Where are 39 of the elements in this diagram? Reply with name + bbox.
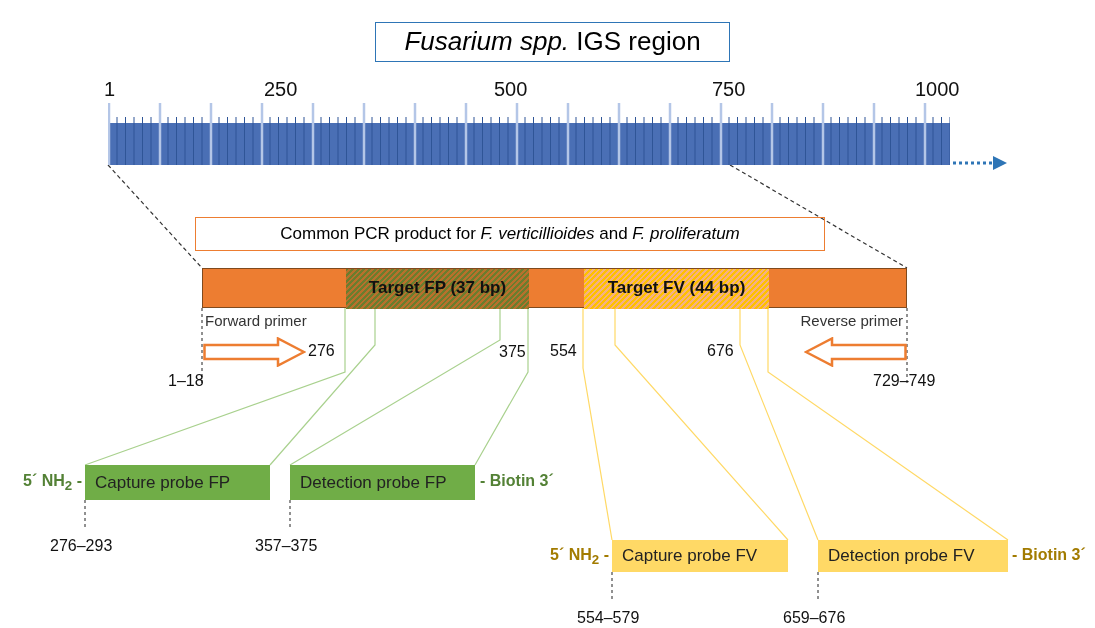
position-number: 554–579 [577,609,640,627]
connector-line [582,307,613,541]
modification-label: 5´ NH$_{2}$ - [550,546,609,570]
scale-number: 250 [264,78,298,100]
connector-line [739,307,819,541]
dashed-line [107,164,203,269]
position-number: 554 [550,342,577,360]
probe-box: Capture probe FV [612,540,788,572]
position-number: 357–375 [255,537,318,555]
connector-line [614,307,789,541]
title-box: Fusarium spp. IGS region [375,22,730,62]
primer-label: Forward primer [205,312,307,329]
ruler-bar [108,103,950,165]
position-number: 676 [707,342,734,360]
position-number: 276–293 [50,537,113,555]
position-number: 276 [308,342,335,360]
position-number: 659–676 [783,609,846,627]
modification-label: - Biotin 3´ [480,472,554,490]
scale-number: 500 [494,78,528,100]
probe-box: Detection probe FV [818,540,1008,572]
probe-box: Capture probe FP [85,465,270,500]
connector-line [289,307,501,466]
position-number: 729–749 [873,372,936,390]
connector-line [767,307,1009,541]
connector-line [84,307,346,466]
scale-number: 750 [712,78,746,100]
position-number: 375 [499,343,526,361]
connector-line [474,307,529,466]
modification-label: - Biotin 3´ [1012,546,1086,564]
dashed-line [729,164,908,269]
modification-label: 5´ NH$_{2}$ - [23,472,82,496]
probe-box: Detection probe FP [290,465,475,500]
position-number: 1–18 [168,372,204,390]
scale-number: 1 [104,78,116,100]
text-box: Common PCR product for F. verticillioides and F. proliferatum [195,217,825,251]
connector-line [269,307,376,466]
primer-label: Reverse primer [800,312,903,329]
scale-number: 1000 [915,78,960,100]
pcr-product-bar [202,268,907,308]
